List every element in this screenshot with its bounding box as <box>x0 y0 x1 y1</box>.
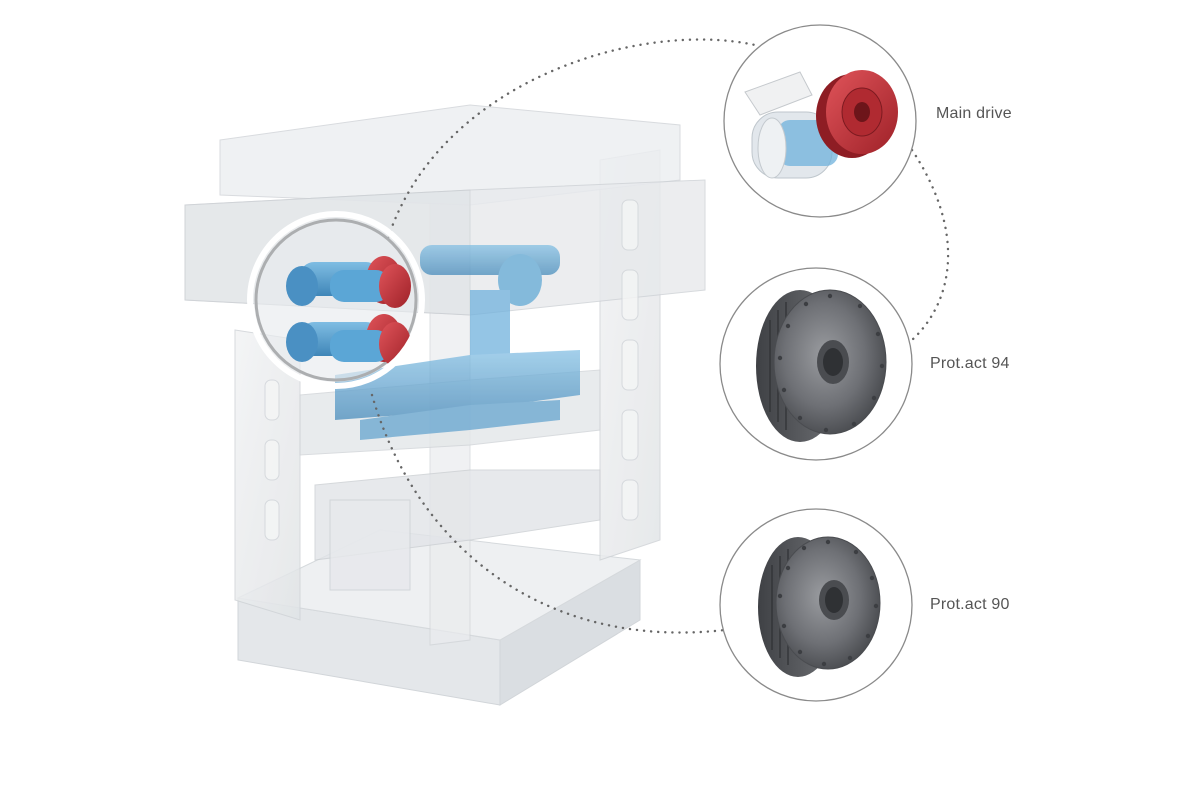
protact-94-motor-icon <box>756 289 887 442</box>
callout-main-drive <box>723 24 917 218</box>
dotted-connector <box>370 38 950 634</box>
callout-protact-90 <box>719 508 913 702</box>
callout-protact-94 <box>719 267 913 461</box>
callout-label-protact-90: Prot.act 90 <box>930 596 1010 613</box>
protact-90-motor-icon <box>758 536 881 677</box>
callout-label-main-drive: Main drive <box>936 105 1012 122</box>
press-machine <box>184 104 706 706</box>
drive-zoom-circle <box>247 211 425 389</box>
callout-label-protact-94: Prot.act 94 <box>930 355 1010 372</box>
main-drive-motor-icon <box>744 70 898 179</box>
